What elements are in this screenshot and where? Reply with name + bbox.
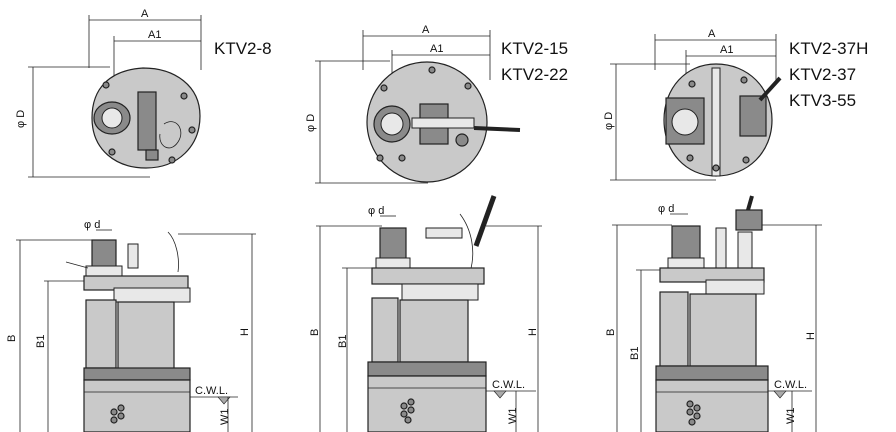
side-view-dimensions: φ d B B1 H C.W.L. W1 [605, 203, 822, 432]
model-label-3: KTV3-55 [789, 91, 856, 110]
cwl-label: C.W.L. [492, 379, 525, 391]
cwl-label: C.W.L. [774, 379, 807, 391]
side-view-dimensions: φ d B B1 H C.W.L. W1 [309, 205, 542, 432]
dim-a1-label: A1 [720, 44, 733, 56]
drawing-ktv2-15-22: A A1 φ D KTV2-15 KTV2-22 φ d [305, 24, 568, 432]
dim-phi-d-small-label: φ d [658, 203, 674, 215]
top-view-dimensions: A A1 φ D [15, 8, 202, 178]
dim-phi-d-big-label: φ D [603, 112, 615, 130]
model-label-2: KTV2-37 [789, 65, 856, 84]
dim-b-label: B [6, 335, 18, 342]
dim-a-label: A [708, 28, 716, 40]
dim-h-label: H [527, 328, 539, 336]
dim-w1-label: W1 [219, 409, 231, 426]
drawing-ktv2-37-55: A A1 φ D KTV2-37H KTV2-37 KTV3-55 φ d [603, 28, 868, 432]
top-view-pump [663, 63, 782, 177]
model-label-2: KTV2-22 [501, 65, 568, 84]
drawing-ktv2-8: A A1 φ D KTV2-8 φ d B [6, 8, 272, 432]
top-view-pump [91, 67, 201, 169]
side-view-pump [655, 195, 769, 432]
model-label-1: KTV2-37H [789, 39, 868, 58]
side-view-dimensions: φ d B B1 H C.W.L. W1 [6, 219, 256, 432]
dim-a-label: A [141, 8, 149, 20]
model-label: KTV2-8 [214, 39, 272, 58]
dim-w1-label: W1 [785, 408, 797, 425]
dim-phi-d-big-label: φ D [15, 110, 27, 128]
dim-w1-label: W1 [507, 408, 519, 425]
dim-b-label: B [309, 329, 321, 336]
dim-b1-label: B1 [629, 347, 641, 360]
dim-b1-label: B1 [337, 335, 349, 348]
top-view-dimensions: A A1 φ D [603, 28, 777, 181]
side-view-pump [367, 195, 497, 432]
dim-a1-label: A1 [430, 43, 443, 55]
dim-a-label: A [422, 24, 430, 36]
cwl-label: C.W.L. [195, 385, 228, 397]
dim-h-label: H [805, 332, 817, 340]
top-view-pump [366, 61, 521, 183]
dim-phi-d-big-label: φ D [305, 114, 317, 132]
model-label-1: KTV2-15 [501, 39, 568, 58]
dim-phi-d-small-label: φ d [84, 219, 100, 231]
dim-b-label: B [605, 329, 617, 336]
dim-phi-d-small-label: φ d [368, 205, 384, 217]
dim-h-label: H [239, 328, 251, 336]
dim-a1-label: A1 [148, 29, 161, 41]
dim-b1-label: B1 [35, 335, 47, 348]
side-view-pump [65, 231, 191, 432]
